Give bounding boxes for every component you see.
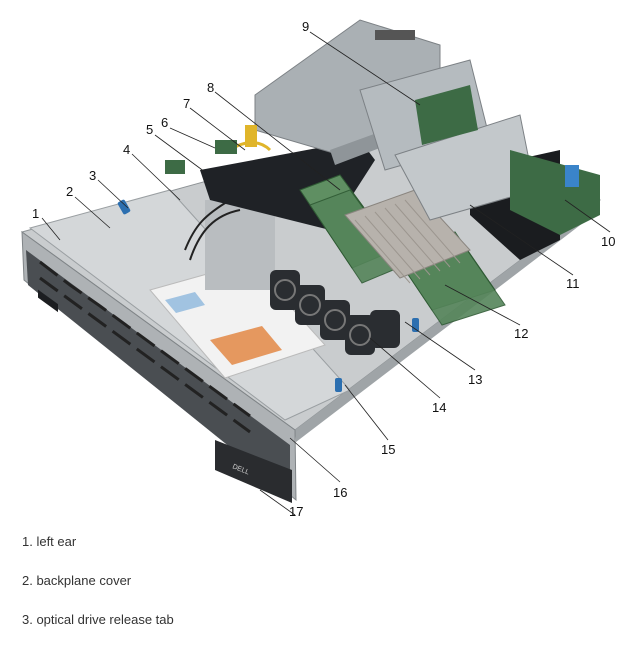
callout-5: 5 <box>146 122 153 137</box>
callout-11: 11 <box>566 276 580 291</box>
cooling-fans <box>205 200 400 355</box>
callout-10: 10 <box>601 234 615 249</box>
legend-item: 1. left ear <box>22 534 77 549</box>
processor-heatsink <box>344 189 471 284</box>
callout-1: 1 <box>32 206 39 221</box>
board-components <box>165 125 257 174</box>
callout-7: 7 <box>183 96 190 111</box>
leader-lines <box>41 31 611 516</box>
callout-labels: 1 2 3 4 5 6 7 8 9 10 11 12 13 14 15 16 1… <box>32 19 615 519</box>
front-bezel: DELL <box>215 440 292 503</box>
callout-16: 16 <box>333 485 347 500</box>
callout-4: 4 <box>123 142 130 157</box>
server-diagram: DELL <box>20 19 615 519</box>
callout-3: 3 <box>89 168 96 183</box>
drive-bays <box>26 250 290 495</box>
callout-17: 17 <box>289 504 303 519</box>
callout-6: 6 <box>161 115 168 130</box>
callout-9: 9 <box>302 19 309 34</box>
callout-12: 12 <box>514 326 528 341</box>
callout-8: 8 <box>207 80 214 95</box>
backplane-cover <box>28 189 351 421</box>
rear-io <box>510 150 600 235</box>
legend-item: 3. optical drive release tab <box>22 612 174 627</box>
callout-15: 15 <box>381 442 395 457</box>
callout-2: 2 <box>66 184 73 199</box>
legend-item: 2. backplane cover <box>22 573 132 588</box>
release-tabs <box>117 199 419 392</box>
callout-14: 14 <box>432 400 446 415</box>
callout-13: 13 <box>468 372 482 387</box>
riser-cages <box>359 59 536 221</box>
component-legend: 1. left ear 2. backplane cover 3. optica… <box>22 532 622 649</box>
